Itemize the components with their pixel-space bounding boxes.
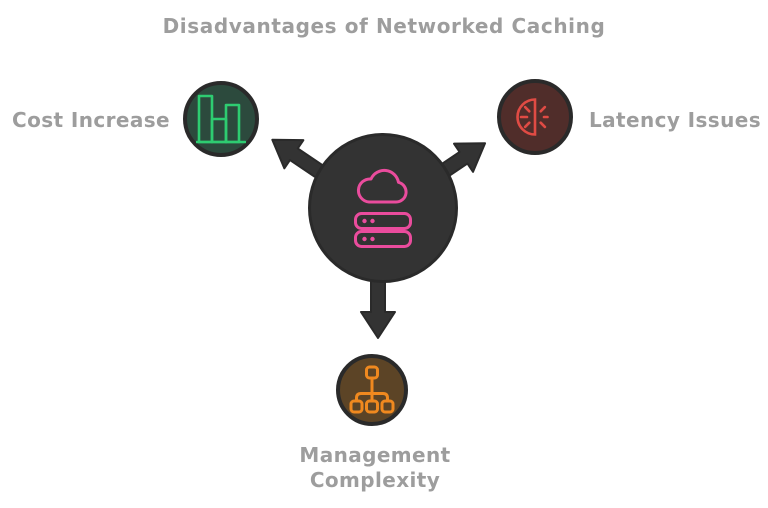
hierarchy-icon bbox=[349, 365, 395, 414]
bar-chart-icon bbox=[196, 94, 246, 144]
half-clock-icon bbox=[516, 98, 549, 136]
central-node-networked-cache bbox=[308, 133, 458, 283]
cloud-icon bbox=[356, 168, 408, 204]
diagram-title: Disadvantages of Networked Caching bbox=[162, 14, 606, 38]
label-cost-increase: Cost Increase bbox=[12, 108, 170, 132]
server-stack-icon bbox=[354, 212, 412, 248]
label-latency-issues: Latency Issues bbox=[589, 108, 762, 132]
node-cost-increase bbox=[183, 81, 259, 157]
node-management-complexity bbox=[336, 354, 408, 426]
label-management-complexity: Management Complexity bbox=[299, 443, 451, 492]
node-latency-issues bbox=[497, 79, 573, 155]
